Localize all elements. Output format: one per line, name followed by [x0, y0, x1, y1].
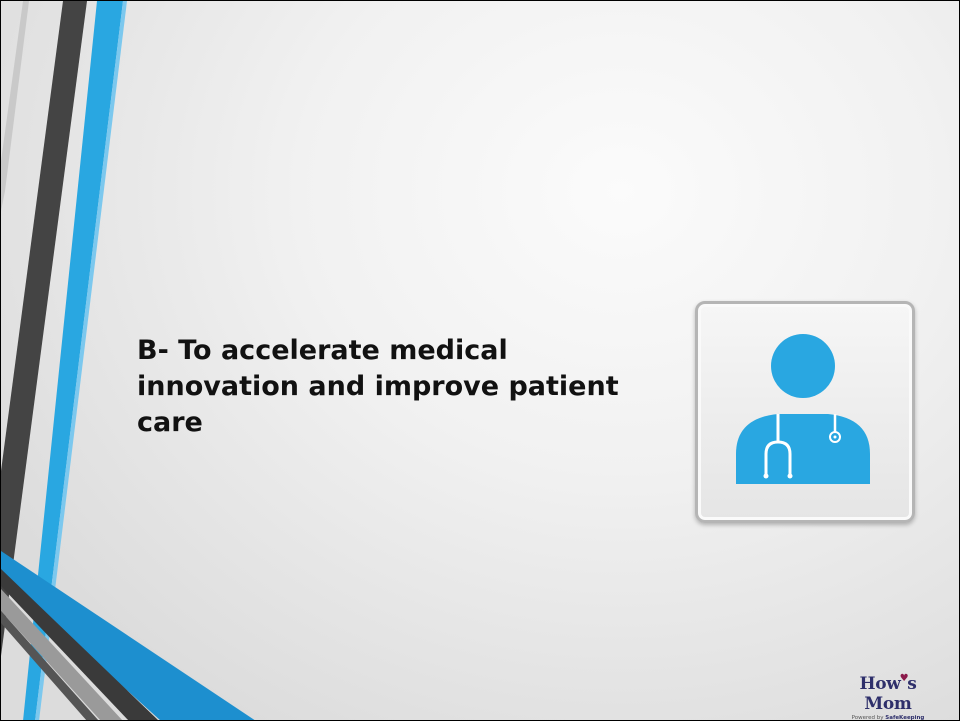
decor-streak-blue: [23, 1, 123, 720]
logo-text-how: How: [859, 674, 901, 694]
doctor-icon-card: [695, 301, 915, 523]
hows-mom-logo: How♥s Mom Powered by SafeKeeping: [845, 674, 931, 721]
decor-streak-blue-edge: [35, 1, 127, 720]
decor-wedge-dark: [1, 569, 158, 720]
slide-title: B- To accelerate medical innovation and …: [137, 335, 619, 438]
heart-icon: ♥: [899, 673, 909, 684]
decor-wedge-blue: [1, 551, 255, 720]
logo-text-mom: s Mom: [864, 674, 917, 714]
logo-powered-by: Powered by: [851, 715, 886, 721]
logo-wordmark: How♥s Mom: [845, 673, 931, 715]
logo-tagline: Powered by SafeKeeping: [845, 714, 931, 721]
decor-wedge-light: [1, 589, 123, 720]
logo-safekeeping: SafeKeeping: [885, 715, 925, 721]
doctor-stethoscope-icon: [736, 334, 870, 484]
decor-streak-dark: [1, 1, 87, 656]
decor-streak-thin-light: [1, 1, 29, 211]
decor-wedge-thin-dark: [1, 611, 99, 720]
